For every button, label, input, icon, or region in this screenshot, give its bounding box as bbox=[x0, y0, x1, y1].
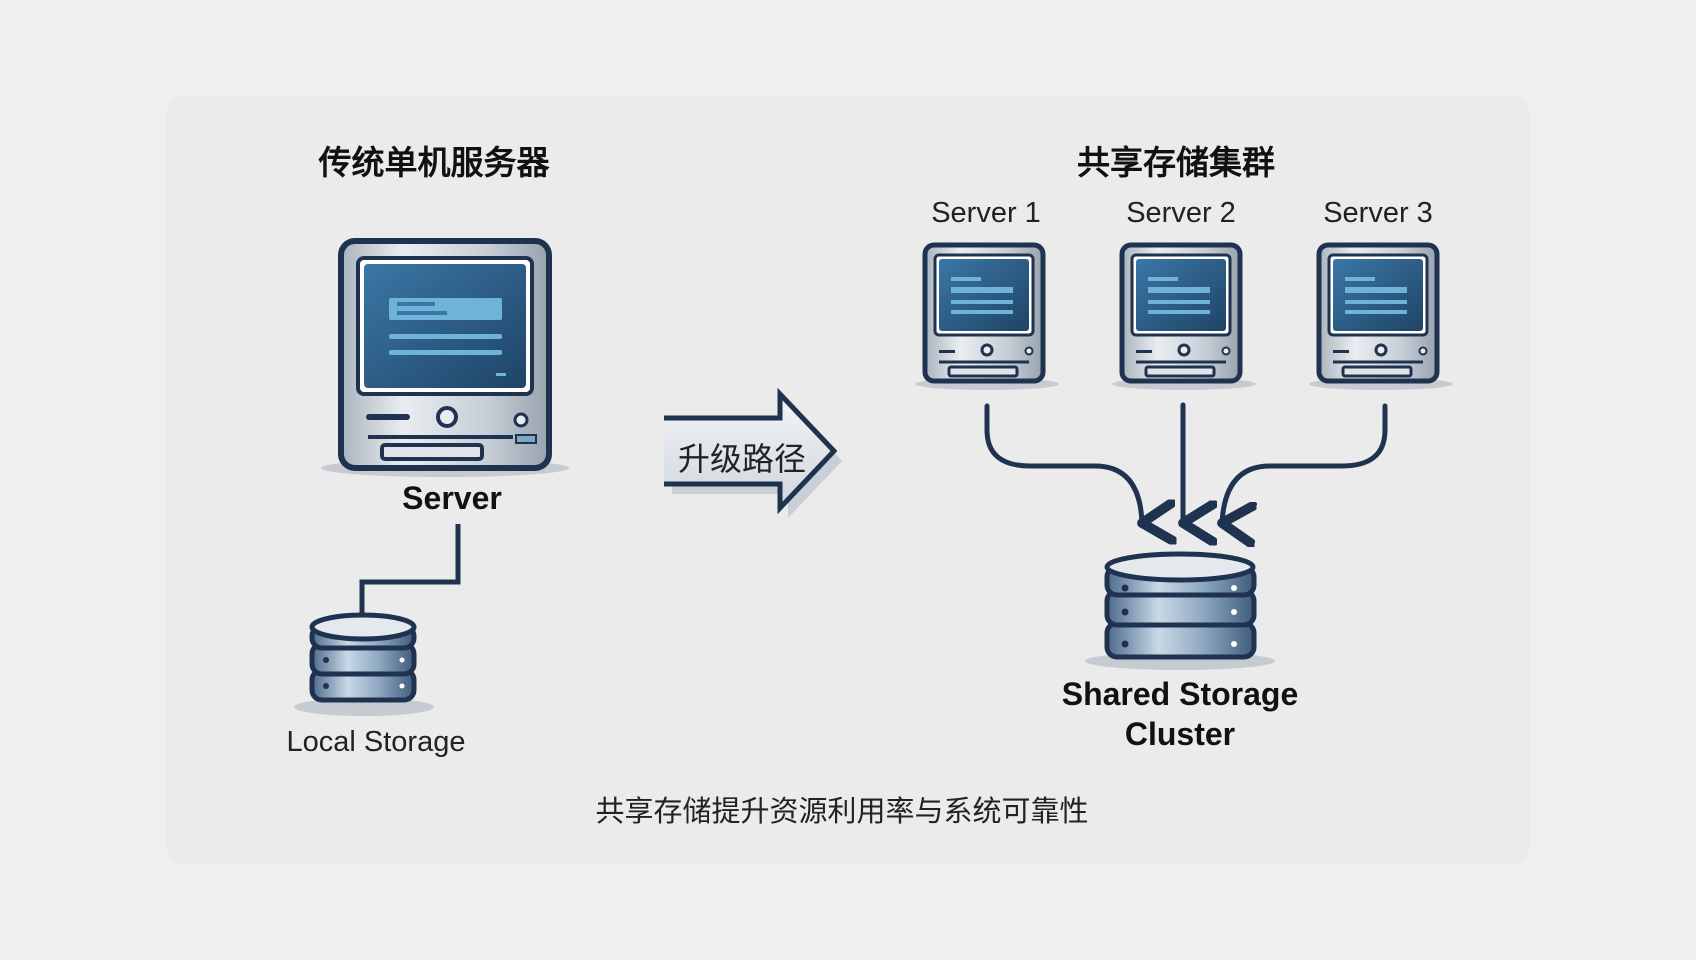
shared-storage-label-line2: Cluster bbox=[1124, 716, 1236, 752]
upgrade-arrow-icon bbox=[664, 387, 842, 518]
upgrade-arrow-label: 升级路径 bbox=[677, 441, 807, 477]
right-panel-title: 共享存储集群 bbox=[1077, 144, 1275, 181]
server-3-label: Server 3 bbox=[1323, 197, 1433, 229]
server-1-label: Server 1 bbox=[931, 197, 1041, 229]
server-1-icon bbox=[915, 242, 1059, 390]
caption: 共享存储提升资源利用率与系统可靠性 bbox=[595, 796, 1089, 828]
server-2-icon bbox=[1112, 242, 1256, 390]
local-storage-icon bbox=[294, 612, 434, 716]
server-storage-connector bbox=[359, 524, 461, 617]
left-panel-title: 传统单机服务器 bbox=[318, 144, 550, 181]
shared-storage-icon bbox=[1085, 551, 1275, 670]
shared-storage-label-line1: Shared Storage bbox=[1061, 676, 1299, 712]
server-icon bbox=[321, 238, 569, 477]
cluster-connectors bbox=[984, 402, 1388, 523]
server-label: Server bbox=[402, 480, 502, 516]
server-3-icon bbox=[1309, 242, 1453, 390]
server-2-label: Server 2 bbox=[1126, 197, 1236, 229]
diagram-card bbox=[166, 95, 1530, 865]
local-storage-label: Local Storage bbox=[286, 726, 466, 758]
